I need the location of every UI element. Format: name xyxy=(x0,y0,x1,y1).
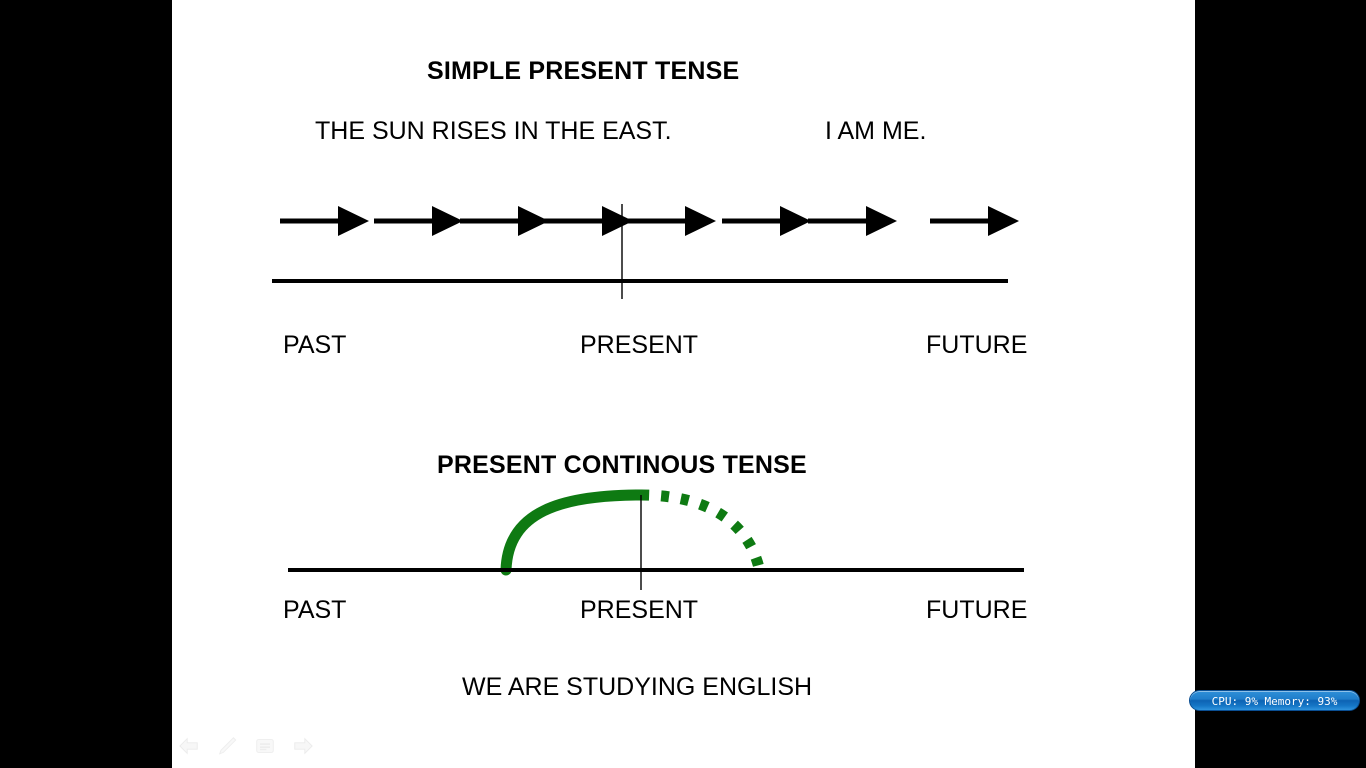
simple-present-timeline-diagram xyxy=(272,204,1019,299)
timeline-label-past: PAST xyxy=(283,596,347,624)
present-continuous-timeline-diagram xyxy=(288,489,1024,590)
arc-solid-segment xyxy=(500,489,647,576)
previous-slide-icon[interactable] xyxy=(178,735,200,757)
pen-tool-icon[interactable] xyxy=(216,735,238,757)
slideshow-controls xyxy=(178,735,314,757)
simple-present-title: SIMPLE PRESENT TENSE xyxy=(427,57,740,85)
status-badge-text: CPU: 9% Memory: 93% xyxy=(1211,695,1338,708)
next-slide-icon[interactable] xyxy=(292,735,314,757)
slide-menu-icon[interactable] xyxy=(254,735,276,757)
timeline-label-future: FUTURE xyxy=(926,331,1028,359)
status-badge: CPU: 9% Memory: 93% xyxy=(1189,690,1360,711)
arc-dotted-segment xyxy=(640,489,765,570)
example-sentence-studying-english: WE ARE STUDYING ENGLISH xyxy=(462,673,813,701)
timeline-label-present: PRESENT xyxy=(580,596,699,624)
timeline-label-past: PAST xyxy=(283,331,347,359)
timeline-label-future: FUTURE xyxy=(926,596,1028,624)
timeline-label-present: PRESENT xyxy=(580,331,699,359)
example-sentence-sun-rises: THE SUN RISES IN THE EAST. xyxy=(315,117,672,145)
present-continuous-title: PRESENT CONTINOUS TENSE xyxy=(437,451,807,479)
example-sentence-i-am-me: I AM ME. xyxy=(825,117,927,145)
slide-canvas: SIMPLE PRESENT TENSE THE SUN RISES IN TH… xyxy=(172,0,1195,768)
